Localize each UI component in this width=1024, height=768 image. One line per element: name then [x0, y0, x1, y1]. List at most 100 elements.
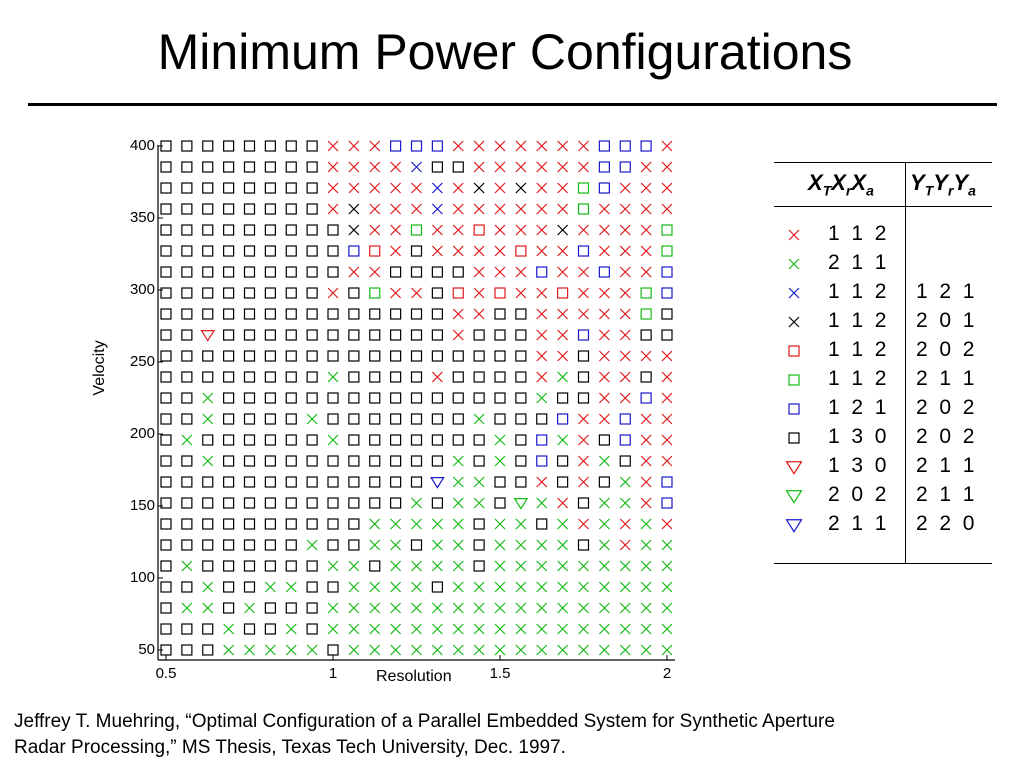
data-point	[160, 497, 172, 509]
data-point	[202, 434, 214, 446]
data-point	[494, 455, 506, 467]
data-point	[181, 497, 193, 509]
data-point	[598, 518, 610, 530]
data-point	[348, 518, 360, 530]
data-point	[640, 392, 652, 404]
legend-y-config: 1 2 1	[916, 280, 975, 303]
data-point	[327, 560, 339, 572]
data-point	[327, 203, 339, 215]
data-point	[452, 644, 464, 656]
data-point	[390, 644, 402, 656]
data-point	[223, 287, 235, 299]
data-point	[431, 182, 443, 194]
data-point	[577, 371, 590, 383]
data-point	[306, 371, 318, 383]
data-point	[264, 161, 276, 173]
data-point	[619, 371, 631, 383]
data-point	[661, 581, 673, 593]
data-point	[160, 371, 172, 383]
data-point	[557, 140, 569, 152]
data-point	[452, 329, 464, 341]
data-point	[223, 203, 235, 215]
data-point	[160, 413, 172, 425]
data-point	[640, 140, 652, 152]
data-point	[431, 308, 443, 320]
data-point	[390, 350, 402, 362]
data-point	[410, 371, 423, 383]
data-point	[243, 476, 256, 488]
data-point	[494, 329, 506, 341]
data-point	[390, 602, 402, 614]
data-point	[243, 392, 256, 404]
data-point	[411, 602, 422, 614]
data-point	[285, 518, 297, 530]
data-point	[285, 413, 297, 425]
data-point	[473, 308, 485, 320]
legend-marker-shape	[788, 374, 800, 386]
data-point	[410, 434, 423, 446]
data-point	[536, 329, 548, 341]
data-point	[578, 413, 589, 425]
data-point	[640, 539, 652, 551]
data-point	[640, 455, 652, 467]
data-point	[306, 434, 318, 446]
data-point	[640, 350, 652, 362]
data-point	[160, 560, 172, 572]
data-point	[202, 245, 214, 257]
data-point	[411, 203, 422, 215]
data-point	[243, 623, 256, 635]
data-point	[431, 560, 443, 572]
data-point	[640, 224, 652, 236]
legend-y-config: 2 0 2	[916, 396, 975, 419]
data-point	[390, 518, 402, 530]
data-point	[515, 203, 527, 215]
data-point	[160, 224, 172, 236]
data-point	[557, 287, 569, 299]
legend-y-config: 2 1 1	[916, 483, 975, 506]
data-point	[577, 392, 590, 404]
data-point	[598, 560, 610, 572]
data-point	[557, 350, 569, 362]
data-point	[619, 455, 631, 467]
data-point	[640, 266, 652, 278]
data-point	[223, 539, 235, 551]
data-point	[640, 371, 652, 383]
data-point	[181, 413, 193, 425]
data-point	[200, 330, 216, 342]
data-point	[202, 518, 214, 530]
data-point	[536, 140, 548, 152]
data-point	[515, 245, 527, 257]
data-point	[202, 497, 214, 509]
data-point	[619, 581, 631, 593]
legend-y-config: 2 0 2	[916, 425, 975, 448]
data-point	[431, 203, 443, 215]
data-point	[285, 476, 297, 488]
data-point	[494, 161, 506, 173]
data-point	[640, 476, 652, 488]
data-point	[243, 560, 256, 572]
x-tick-label: 2	[662, 665, 672, 682]
legend-y-config: 2 0 1	[916, 309, 975, 332]
data-point	[515, 287, 527, 299]
data-point	[390, 560, 402, 572]
data-point	[473, 287, 485, 299]
data-point	[390, 287, 402, 299]
data-point	[181, 560, 193, 572]
data-point	[181, 434, 193, 446]
data-point	[369, 623, 381, 635]
data-point	[619, 287, 631, 299]
data-point	[348, 476, 360, 488]
data-point	[264, 308, 276, 320]
data-point	[473, 623, 485, 635]
data-point	[557, 182, 569, 194]
data-point	[494, 539, 506, 551]
data-point	[285, 560, 297, 572]
data-point	[202, 371, 214, 383]
data-point	[348, 434, 360, 446]
data-point	[536, 476, 548, 488]
data-point	[369, 539, 381, 551]
data-point	[202, 644, 214, 656]
data-point	[452, 392, 464, 404]
data-point	[578, 623, 589, 635]
data-point	[327, 413, 339, 425]
